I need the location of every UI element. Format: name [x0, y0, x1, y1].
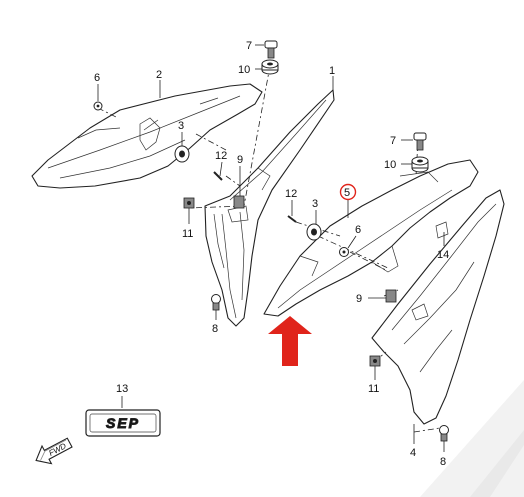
callout-10a: 10 [238, 64, 250, 76]
callout-12b: 12 [285, 188, 297, 200]
callout-6b: 6 [355, 224, 361, 236]
fwd-arrow-icon: FWD [35, 437, 73, 465]
part-1-frame-cover [204, 89, 335, 327]
red-indicator-arrow [268, 316, 312, 366]
callout-1: 1 [329, 65, 335, 77]
nut-11-right [369, 355, 381, 367]
part-4-lower-cover [371, 189, 505, 425]
clip-9-left [233, 195, 245, 209]
callout-7a: 7 [246, 40, 252, 52]
bolt-8-right [439, 425, 449, 442]
screw-12-left [213, 171, 223, 181]
callout-numbers: 7 10 6 2 1 3 12 9 11 8 7 10 12 5 3 6 14 … [94, 40, 449, 468]
callout-3b: 3 [312, 198, 318, 210]
leader-lines [97, 44, 445, 452]
grommet-3-right [306, 223, 322, 241]
watermark-swoosh-2 [470, 430, 524, 497]
callout-2: 2 [156, 69, 162, 81]
callout-10b: 10 [384, 159, 396, 171]
callout-6a: 6 [94, 72, 100, 84]
bolt-8-left [211, 294, 221, 311]
callout-3a: 3 [178, 120, 184, 132]
bolt-6-left [93, 101, 103, 111]
callout-8b: 8 [440, 456, 446, 468]
clip-9-right [385, 289, 397, 303]
highlight-ring [339, 183, 357, 201]
callout-13: 13 [116, 383, 128, 395]
callout-11a: 11 [182, 228, 193, 240]
callout-4: 4 [410, 447, 416, 459]
callout-5: 5 [344, 187, 350, 199]
callout-9b: 9 [356, 293, 362, 305]
grommet-3-left [174, 145, 190, 163]
part-2-upper-cover [31, 83, 263, 189]
bolt-7-right [413, 132, 427, 151]
part-5-side-cover [263, 159, 479, 317]
callout-7b: 7 [390, 135, 396, 147]
callout-11b: 11 [368, 383, 379, 395]
bolt-7-left [264, 40, 278, 59]
nut-11-left [183, 197, 195, 209]
grommet-10-right [411, 156, 429, 173]
callout-12a: 12 [215, 150, 227, 162]
callout-14: 14 [437, 249, 449, 261]
emblem-13: SEP [85, 409, 161, 437]
emblem-text: SEP [106, 415, 140, 431]
grommet-10-left [261, 59, 279, 75]
bolt-6-right [339, 247, 349, 257]
callout-8a: 8 [212, 323, 218, 335]
screw-12-right [287, 215, 297, 223]
callout-9a: 9 [237, 154, 243, 166]
